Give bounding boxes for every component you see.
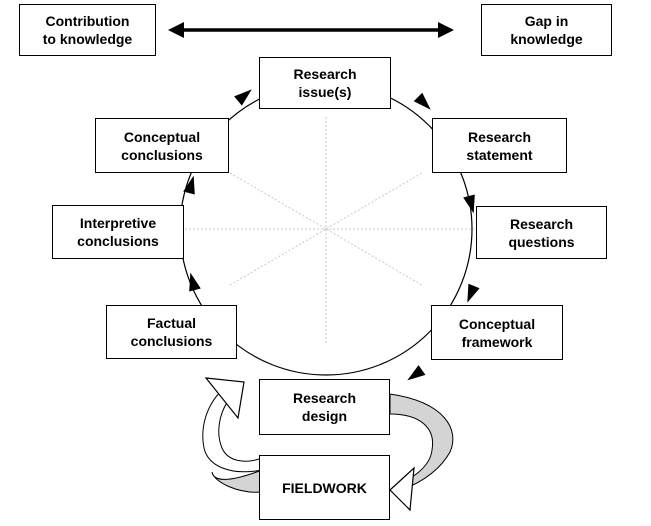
research-issues-box: Research issue(s) [259,57,391,109]
conceptual-conclusions-box: Conceptual conclusions [95,118,229,173]
interpretive-conclusions-box: Interpretive conclusions [52,205,184,259]
cycle-arrowheads [183,89,480,381]
circle-dividers [185,117,474,343]
arrow-head-icon [189,272,201,292]
conceptual-framework-box: Conceptual framework [431,305,563,360]
arrow-head-icon [413,92,431,110]
arrow-head-icon [183,175,195,195]
research-statement-box: Research statement [432,118,567,173]
research-design-box: Research design [259,379,390,435]
research-questions-box: Research questions [476,206,607,259]
gap-in-knowledge-box: Gap in knowledge [481,4,612,56]
factual-conclusions-box: Factual conclusions [106,305,237,359]
loop-arrow-right-icon [389,466,415,512]
contribution-to-knowledge-box: Contribution to knowledge [19,4,156,56]
arrow-head-icon [467,283,480,303]
fieldwork-box: FIELDWORK [259,455,390,520]
arrow-head-icon [407,365,426,381]
gap-contribution-arrow [168,22,454,38]
loop-arrow-left-icon [204,377,245,420]
loop-band-left-lower [211,469,263,493]
loop-band-right [389,393,454,491]
arrow-head-icon [234,89,252,106]
arrow-head-icon [463,194,475,214]
